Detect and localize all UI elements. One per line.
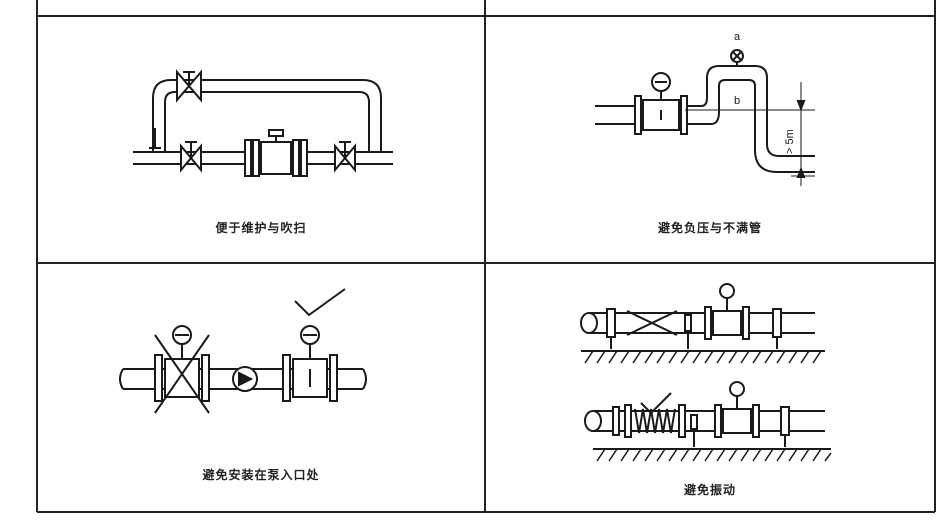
bypass-diagram: [133, 69, 393, 177]
panel-vibration: 避免振动: [485, 263, 935, 512]
panel-bypass: 便于维护与吹扫: [37, 16, 485, 263]
pump-inlet-diagram: [119, 288, 367, 414]
label-a: a: [734, 31, 741, 43]
negative-pressure-diagram: a b > 5m: [595, 31, 815, 186]
caption-vibration: 避免振动: [683, 483, 736, 497]
caption-negative-pressure: 避免负压与不满管: [657, 221, 762, 235]
panel-pump-inlet: 避免安装在泵入口处: [37, 263, 485, 512]
caption-bypass: 便于维护与吹扫: [215, 221, 307, 235]
panel-negative-pressure: a b > 5m 避免负压与不满管: [485, 16, 935, 263]
label-dimension: > 5m: [784, 129, 796, 154]
vibration-diagram: [580, 283, 832, 462]
caption-pump-inlet: 避免安装在泵入口处: [202, 468, 320, 482]
label-b: b: [734, 95, 740, 107]
